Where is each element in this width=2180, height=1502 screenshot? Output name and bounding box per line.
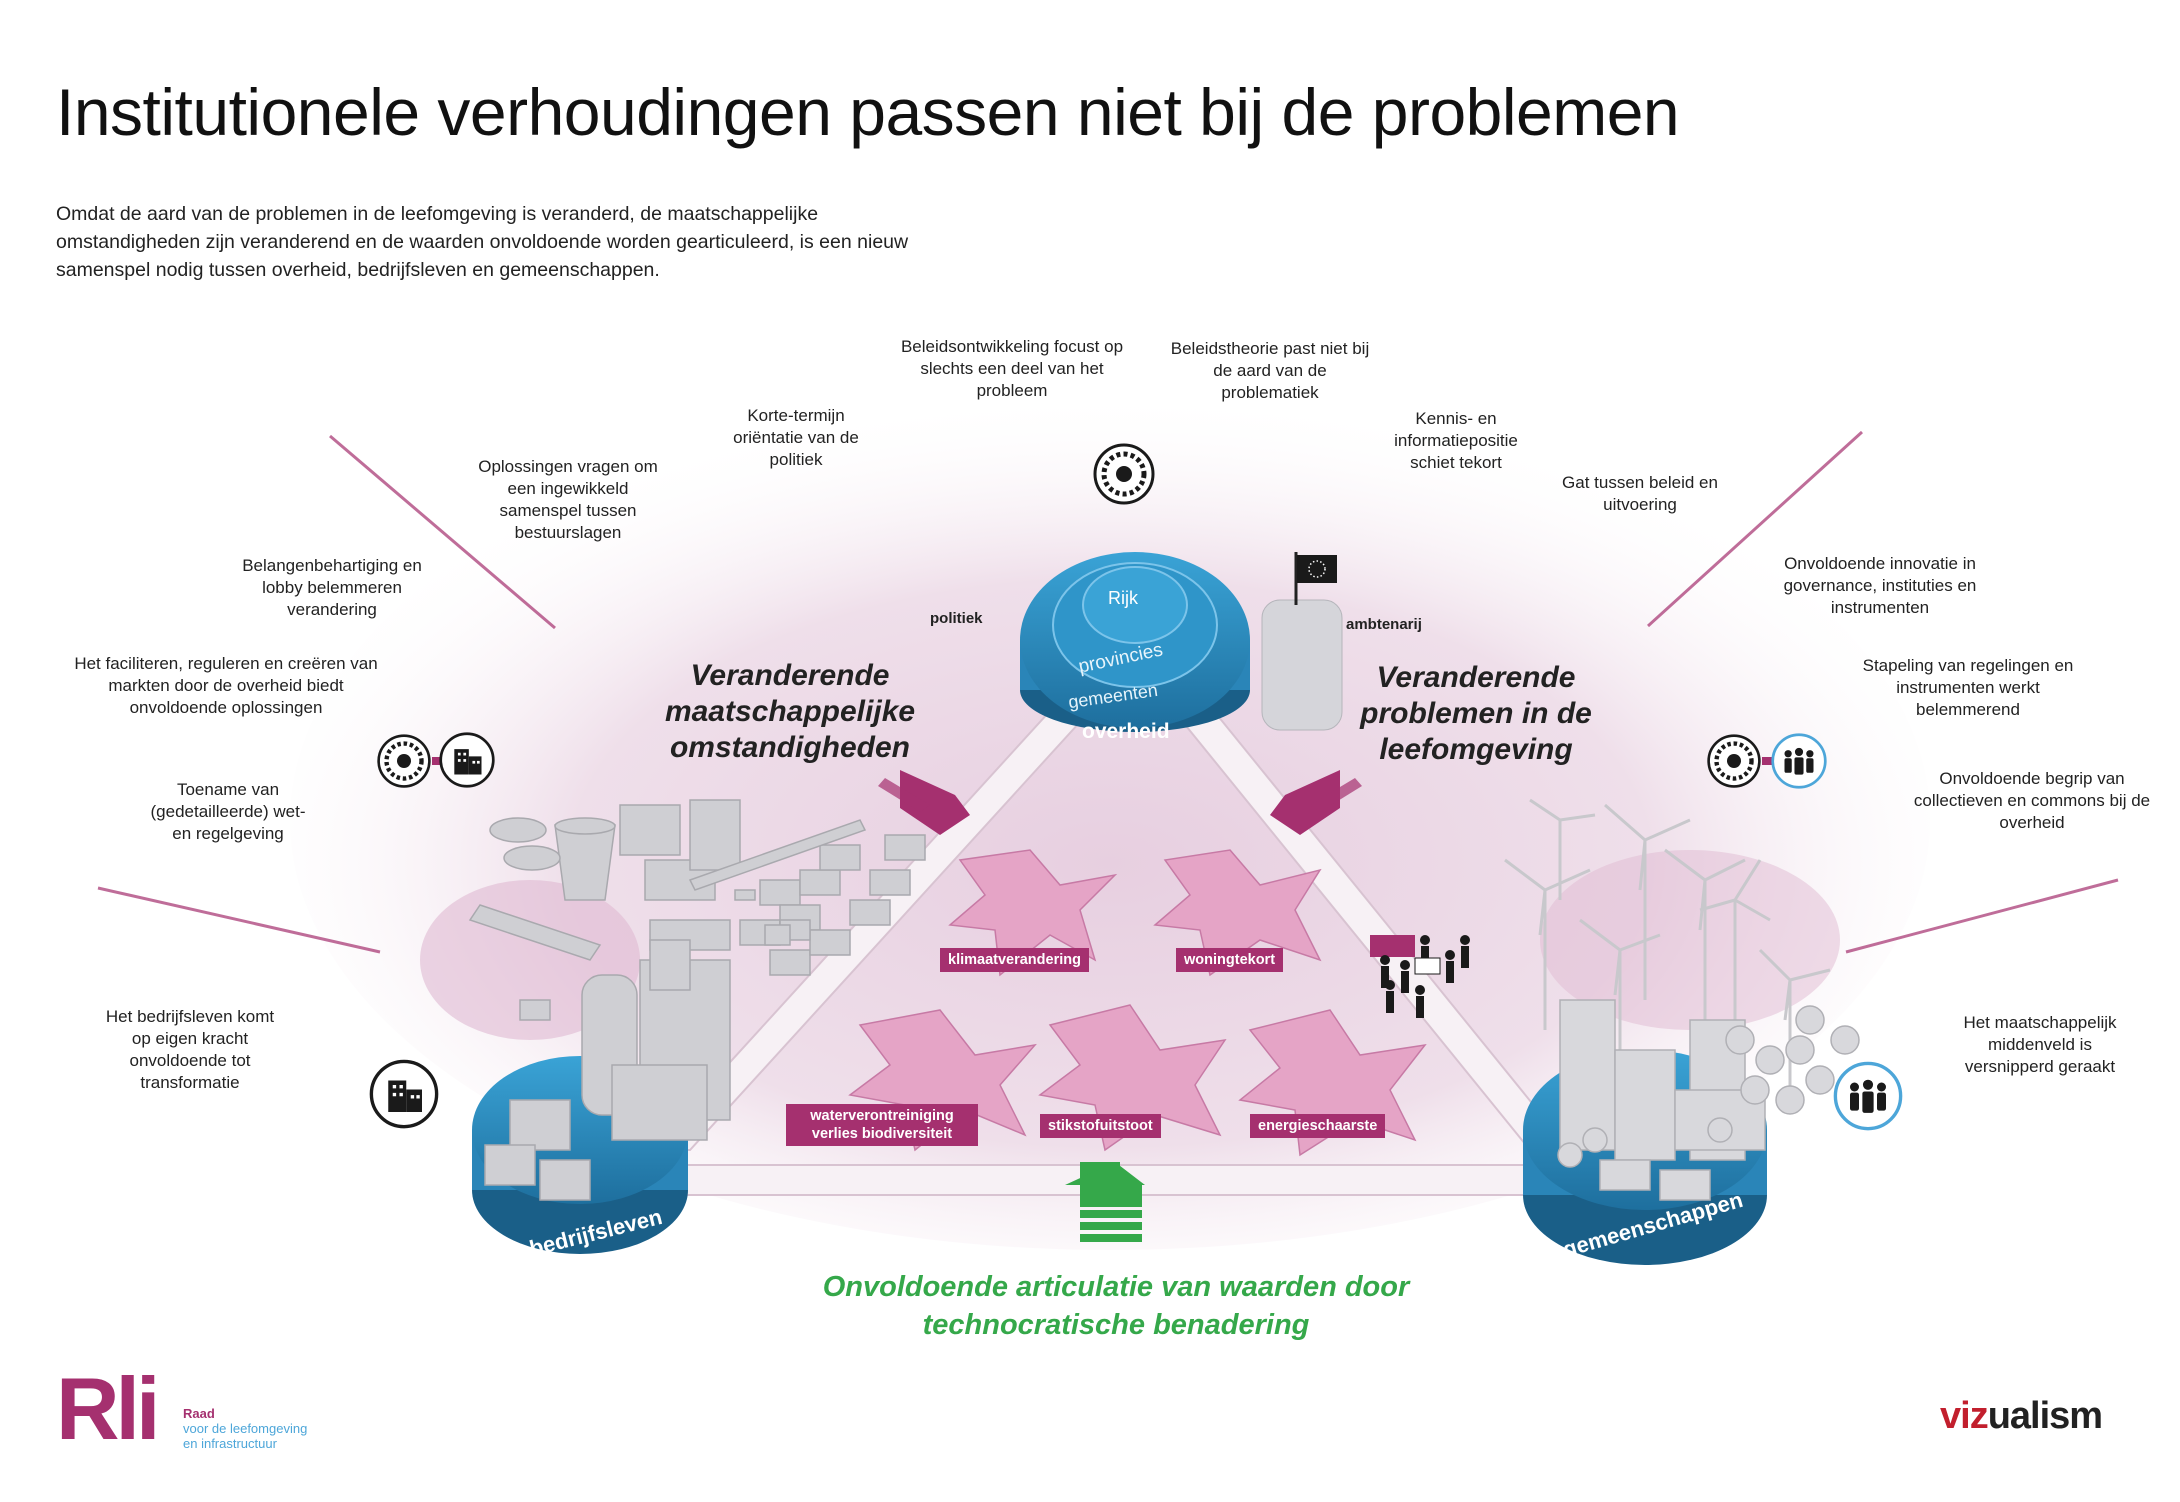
line-top-right bbox=[1646, 430, 1864, 628]
stars-circle-icon-right bbox=[1707, 734, 1761, 788]
label-korte-termijn: Korte-termijn oriëntatie van de politiek bbox=[733, 406, 859, 469]
label-belangen: Belangenbehartiging en lobby belemmeren … bbox=[242, 556, 422, 619]
rli-line-3: en infrastructuur bbox=[183, 1436, 277, 1451]
label-beleidstheorie: Beleidstheorie past niet bij de aard van… bbox=[1170, 339, 1370, 402]
rli-logo: Rli bbox=[56, 1365, 160, 1453]
stars-circle-icon bbox=[1093, 443, 1155, 505]
label-gat: Gat tussen beleid en uitvoering bbox=[1562, 473, 1718, 514]
vizualism-logo-rest: ualism bbox=[1987, 1395, 2103, 1437]
housing-buildings bbox=[1557, 999, 1860, 1201]
building-icon bbox=[439, 732, 495, 788]
line-mid-left bbox=[97, 886, 381, 954]
tag-klimaatverandering: klimaatverandering bbox=[940, 948, 1089, 972]
overheid-disc bbox=[1020, 552, 1250, 732]
rli-line-2: voor de leefomgeving bbox=[183, 1421, 308, 1436]
label-toename: Toename van (gedetailleerde) wet- en reg… bbox=[150, 780, 306, 843]
label-kennis: Kennis- en informatiepositie schiet teko… bbox=[1394, 409, 1518, 472]
tag-woningtekort: woningtekort bbox=[1176, 948, 1284, 972]
rli-line-raad: Raad bbox=[183, 1406, 215, 1421]
building-icon-large bbox=[369, 1059, 439, 1129]
line-mid-right bbox=[1845, 878, 2119, 954]
label-middenveld: Het maatschappelijk middenveld is versni… bbox=[1963, 1013, 2117, 1076]
line-top-left bbox=[329, 434, 556, 630]
ambtenarij-tower bbox=[1261, 552, 1343, 731]
heading-articulatie: Onvoldoende articulatie van waarden door… bbox=[822, 1271, 1410, 1341]
label-beleidsontwikkeling: Beleidsontwikkeling focust op slechts ee… bbox=[900, 337, 1124, 400]
label-politiek: politiek bbox=[930, 610, 983, 627]
stars-circle-icon-left bbox=[377, 734, 431, 788]
label-innovatie: Onvoldoende innovatie in governance, ins… bbox=[1783, 554, 1977, 617]
arrow-icon bbox=[878, 770, 1362, 835]
industry-buildings bbox=[468, 799, 926, 1201]
label-begrip: Onvoldoende begrip van collectieven en c… bbox=[1913, 769, 2151, 832]
tag-waterverontreiniging: waterverontreiniging verlies biodiversit… bbox=[786, 1104, 978, 1146]
green-arrow-icon bbox=[1065, 1162, 1145, 1242]
vizualism-logo: vizualism bbox=[1940, 1395, 2103, 1438]
tag-energieschaarste: energieschaarste bbox=[1250, 1114, 1386, 1138]
rli-logo-mark: Rli bbox=[56, 1359, 160, 1458]
label-overheid: overheid bbox=[1082, 720, 1170, 743]
protest-people bbox=[1370, 935, 1470, 1018]
page-title: Institutionele verhoudingen passen niet … bbox=[56, 75, 1680, 149]
heading-leefomgeving: Veranderende problemen in de leefomgevin… bbox=[1360, 661, 1592, 766]
label-stapeling: Stapeling van regelingen en instrumenten… bbox=[1862, 656, 2074, 719]
heading-maatschappelijke: Veranderende maatschappelijke omstandigh… bbox=[664, 659, 916, 764]
intro-text: Omdat de aard van de problemen in de lee… bbox=[56, 203, 909, 281]
people-group-icon bbox=[1771, 733, 1827, 789]
tag-stikstofuitstoot: stikstofuitstoot bbox=[1040, 1114, 1161, 1138]
label-rijk: Rijk bbox=[1108, 588, 1138, 608]
label-ambtenarij: ambtenarij bbox=[1346, 616, 1422, 633]
people-group-icon-large bbox=[1833, 1061, 1903, 1131]
rli-logo-subtitle: Raad voor de leefomgeving en infrastruct… bbox=[183, 1406, 307, 1451]
label-oplossingen: Oplossingen vragen om een ingewikkeld sa… bbox=[478, 457, 658, 542]
label-bedrijfsleven-kracht: Het bedrijfsleven komt op eigen kracht o… bbox=[105, 1007, 275, 1092]
vizualism-logo-viz: viz bbox=[1940, 1395, 1989, 1437]
eu-flag-icon bbox=[1297, 555, 1337, 583]
label-faciliteren: Het faciliteren, reguleren en creëren va… bbox=[74, 654, 378, 717]
